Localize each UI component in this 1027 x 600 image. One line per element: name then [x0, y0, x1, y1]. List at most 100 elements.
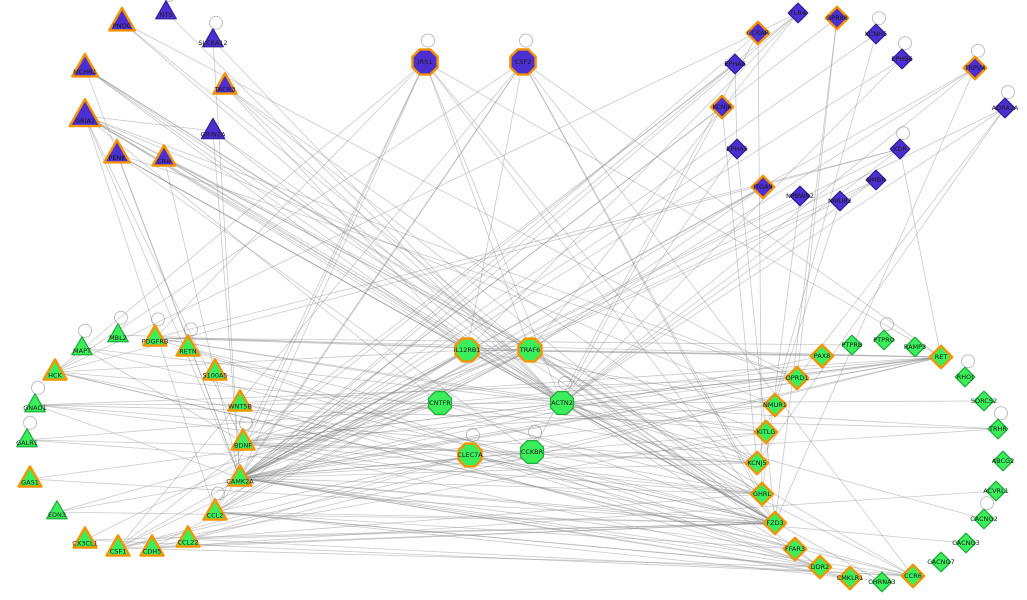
node-GNAO1[interactable] [24, 393, 46, 413]
node-CSF1[interactable] [105, 534, 131, 557]
node-PDGFRB[interactable] [142, 324, 168, 347]
node-PAX8[interactable] [809, 343, 835, 369]
edge-TRPV4-CAMK2A [239, 67, 976, 479]
node-DDR2[interactable] [807, 554, 833, 580]
node-IRS1[interactable] [411, 48, 439, 76]
self-loop-SLC6A12 [209, 15, 223, 30]
node-CRH[interactable] [151, 144, 177, 167]
node-GALR1[interactable] [16, 428, 38, 448]
node-KITLG[interactable] [753, 419, 779, 445]
node-CAMK2A[interactable] [227, 464, 253, 487]
node-shape-diamond [762, 510, 788, 536]
node-PNOC[interactable] [107, 6, 137, 32]
edge-MAPT-BDNF [81, 347, 244, 443]
node-MAPT[interactable] [71, 336, 93, 356]
node-RHOJ[interactable] [954, 366, 976, 388]
node-CACNG2[interactable] [973, 508, 995, 530]
node-KDR[interactable] [889, 138, 911, 160]
node-ITGA9[interactable] [750, 174, 776, 200]
node-MBL2[interactable] [107, 323, 129, 343]
node-layer [16, 0, 1016, 593]
node-GHRL[interactable] [749, 481, 775, 507]
node-SLC6A12[interactable] [202, 28, 224, 48]
node-KCNJ6[interactable] [709, 94, 735, 120]
node-NTS[interactable] [155, 0, 177, 20]
node-CMKLR1[interactable] [837, 565, 863, 591]
node-WNT5B[interactable] [227, 389, 253, 412]
node-EPHB6[interactable] [891, 48, 913, 70]
self-loop-KDR [896, 126, 910, 141]
node-EPHA6[interactable] [724, 53, 746, 75]
node-CCKAR[interactable] [745, 20, 771, 46]
node-KCNJ5[interactable] [744, 450, 770, 476]
node-NMUR2[interactable] [829, 190, 851, 212]
node-CDH5[interactable] [139, 534, 165, 557]
node-GRIN2A[interactable] [200, 117, 226, 140]
node-PENK[interactable] [102, 138, 132, 164]
node-TRAF6[interactable] [517, 337, 543, 363]
edge-TRAF6-KITLG [529, 349, 767, 433]
node-SORCS2[interactable] [973, 390, 995, 412]
node-shape-diamond [985, 480, 1007, 502]
node-BDNF[interactable] [230, 428, 256, 451]
node-NPBWR2[interactable] [789, 185, 811, 207]
node-FFAR3[interactable] [782, 536, 808, 562]
edge-ACTN2-GHRL [561, 402, 763, 495]
node-CCKBR[interactable] [519, 439, 545, 465]
node-TACR3[interactable] [212, 72, 238, 95]
edge-GRIN2A-ACTN2 [212, 130, 563, 404]
node-FZD3[interactable] [762, 510, 788, 536]
node-GPR88[interactable] [824, 5, 850, 31]
edge-BDNF-KCNJ5 [242, 441, 758, 464]
node-CCR6[interactable] [900, 563, 926, 589]
node-shape-diamond [837, 565, 863, 591]
node-GRIA1[interactable] [68, 98, 102, 128]
node-EDN3[interactable] [46, 500, 68, 520]
node-GAS1[interactable] [17, 465, 43, 488]
node-CACNG3[interactable] [955, 532, 977, 554]
node-EPHA5[interactable] [726, 138, 748, 160]
edge-WNT5B-FZD3 [239, 402, 776, 524]
node-PTPRB[interactable] [841, 334, 863, 356]
node-CLEC7A[interactable] [457, 442, 483, 468]
node-MCHR1[interactable] [70, 52, 100, 78]
node-ACTN2[interactable] [549, 390, 575, 416]
node-OPRD1[interactable] [784, 365, 810, 391]
node-ACVRL1[interactable] [985, 480, 1007, 502]
node-RET[interactable] [928, 344, 954, 370]
node-ADRA2A[interactable] [994, 97, 1016, 119]
edge-ACTN2-BDNF [242, 402, 563, 443]
node-NMUR1[interactable] [762, 392, 788, 418]
node-CHRNA3[interactable] [871, 571, 893, 593]
node-CCL22[interactable] [175, 525, 201, 548]
edge-CDH5-FZD3 [151, 522, 776, 549]
edge-IRS1-RET [424, 61, 942, 358]
edge-GNAO1-KCNJ5 [34, 404, 758, 464]
node-shape-diamond [871, 571, 893, 593]
node-RETN[interactable] [175, 334, 201, 357]
node-shape-triangle [17, 465, 43, 488]
node-CX3CL1[interactable] [72, 526, 98, 549]
node-HCK[interactable] [42, 358, 68, 381]
node-TRPV4[interactable] [962, 55, 988, 81]
node-CACNG7[interactable] [930, 551, 952, 573]
edge-GAS1-FZD3 [29, 478, 776, 524]
node-RAMP3[interactable] [904, 336, 926, 358]
node-shape-triangle [24, 393, 46, 413]
node-TRHR[interactable] [987, 418, 1009, 440]
node-CSF2[interactable] [509, 48, 537, 76]
edge-NPBWR2-CAMK2A [239, 195, 801, 479]
node-TLR4[interactable] [787, 2, 809, 24]
node-PTPRO[interactable] [873, 329, 895, 351]
node-S100A5[interactable] [202, 358, 228, 381]
edge-TRAF6-CCL2 [214, 349, 531, 513]
node-KCNH5[interactable] [865, 23, 887, 45]
edge-GRIN2A-FZD3 [212, 130, 776, 524]
node-CCL2[interactable] [202, 498, 228, 521]
node-IL12RB1[interactable] [454, 337, 480, 363]
node-NMBR[interactable] [865, 169, 887, 191]
node-CNTFR[interactable] [427, 390, 453, 416]
node-ABCG2[interactable] [992, 450, 1014, 472]
